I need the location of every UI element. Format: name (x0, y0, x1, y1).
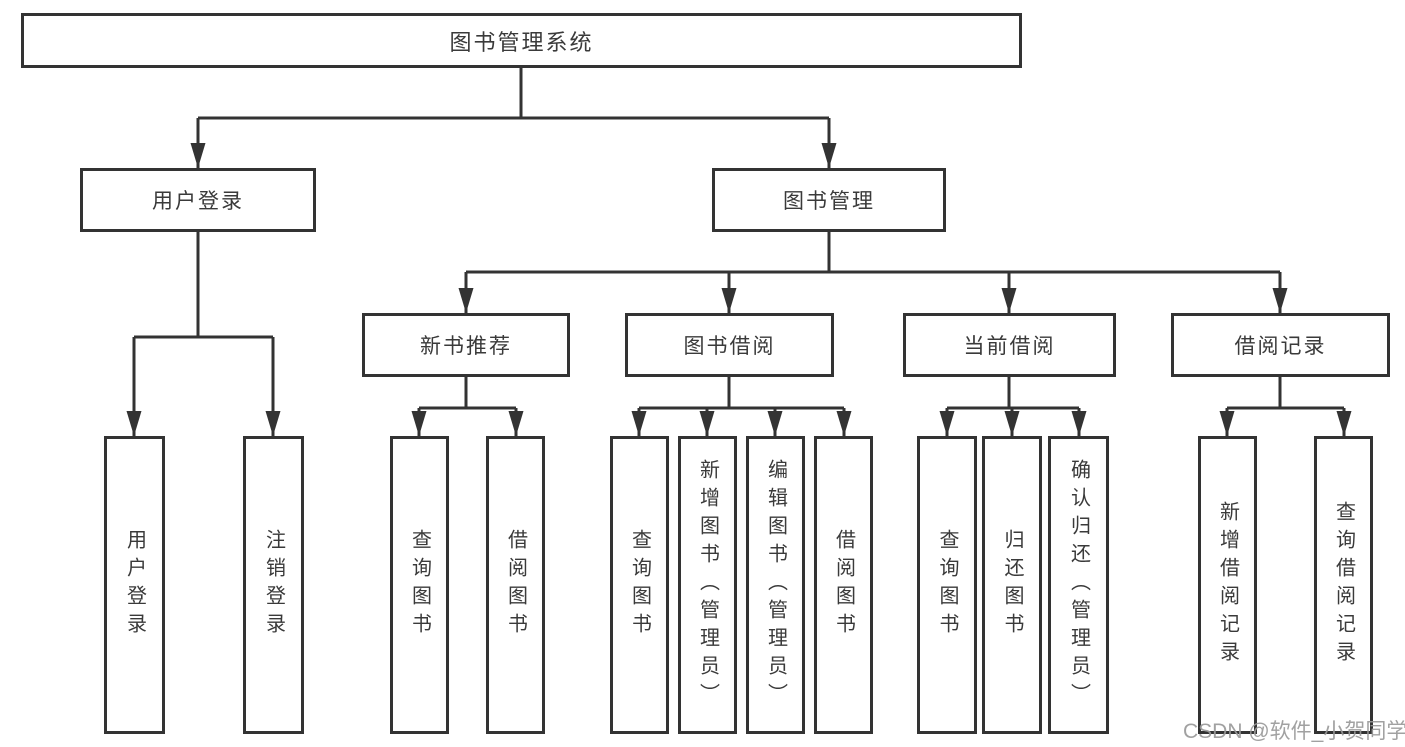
node-book-borrow: 图书借阅 (625, 313, 834, 377)
node-user-login: 用户登录 (80, 168, 316, 232)
leaf-query-book-2: 查询图书 (610, 436, 669, 734)
node-root-library-system: 图书管理系统 (21, 13, 1022, 68)
leaf-query-book-1: 查询图书 (390, 436, 449, 734)
csdn-watermark: CSDN @软件_小贺同学 (1183, 720, 1405, 743)
leaf-query-book-3: 查询图书 (917, 436, 977, 734)
leaf-confirm-return-admin: 确认归还（管理员） (1048, 436, 1109, 734)
leaf-user-login: 用户登录 (104, 436, 165, 734)
node-book-management: 图书管理 (712, 168, 946, 232)
node-current-borrow: 当前借阅 (903, 313, 1116, 377)
leaf-add-borrow-record: 新增借阅记录 (1198, 436, 1257, 734)
leaf-query-borrow-record: 查询借阅记录 (1314, 436, 1373, 734)
leaf-add-book-admin: 新增图书（管理员） (678, 436, 737, 734)
leaf-return-book: 归还图书 (982, 436, 1042, 734)
leaf-borrow-book-2: 借阅图书 (814, 436, 873, 734)
leaf-logout: 注销登录 (243, 436, 304, 734)
leaf-edit-book-admin: 编辑图书（管理员） (746, 436, 805, 734)
leaf-borrow-book-1: 借阅图书 (486, 436, 545, 734)
node-borrow-record: 借阅记录 (1171, 313, 1390, 377)
node-new-book-recommend: 新书推荐 (362, 313, 570, 377)
